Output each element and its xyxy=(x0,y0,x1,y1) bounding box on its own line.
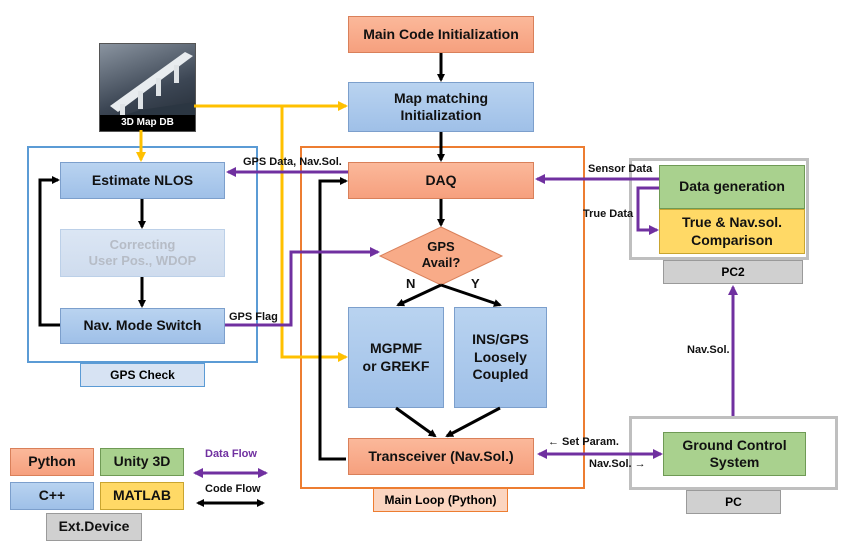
nav-sol-up-label: Nav.Sol. xyxy=(687,344,730,356)
pc-caption: PC xyxy=(686,490,781,514)
n-label: N xyxy=(406,276,416,291)
daq-node: DAQ xyxy=(348,162,534,199)
ins-to-trans-arrow xyxy=(445,406,501,438)
mgpmf-to-trans-arrow xyxy=(395,406,437,438)
transceiver-node: Transceiver (Nav.Sol.) xyxy=(348,438,534,475)
map-to-mgpmf-arrow xyxy=(280,106,348,362)
comparison-node: True & Nav.sol. Comparison xyxy=(659,209,805,254)
estimate-nlos-node: Estimate NLOS xyxy=(60,162,225,199)
legend-python: Python xyxy=(10,448,94,476)
map-db-image: 3D Map DB xyxy=(99,43,196,132)
ins-gps-loosely-coupled-node: INS/GPS Loosely Coupled xyxy=(454,307,547,408)
y-label: Y xyxy=(471,276,480,291)
correcting-user-pos-node: Correcting User Pos., WDOP xyxy=(60,229,225,277)
gps-data-label: GPS Data, Nav.Sol. xyxy=(243,156,342,168)
pc2-caption: PC2 xyxy=(663,260,803,284)
legend-data-flow-label: Data Flow xyxy=(205,448,257,460)
legend-unity: Unity 3D xyxy=(100,448,184,476)
loop-back-arrow xyxy=(318,177,348,461)
ground-control-system-node: Ground Control System xyxy=(663,432,806,476)
set-param-label: ← Set Param. xyxy=(548,436,619,448)
map-matching-initialization-node: Map matching Initialization xyxy=(348,82,534,132)
gps-check-caption: GPS Check xyxy=(80,363,205,387)
legend-code-flow-label: Code Flow xyxy=(205,483,261,495)
true-data-arrow xyxy=(636,186,659,235)
legend-matlab: MATLAB xyxy=(100,482,184,510)
main-code-initialization-node: Main Code Initialization xyxy=(348,16,534,53)
legend-ext-device: Ext.Device xyxy=(46,513,142,541)
gps-avail-label: GPS Avail? xyxy=(421,238,461,270)
sensor-data-label: Sensor Data xyxy=(588,163,653,175)
nav-mode-switch-node: Nav. Mode Switch xyxy=(60,308,225,344)
map-db-label: 3D Map DB xyxy=(100,115,195,131)
main-loop-caption: Main Loop (Python) xyxy=(373,488,508,512)
mgpmf-grekf-node: MGPMF or GREKF xyxy=(348,307,444,408)
gps-to-mgpmf-arrow xyxy=(396,283,442,307)
data-generation-node: Data generation xyxy=(659,165,805,209)
nav-sol-right-label: Nav.Sol. → xyxy=(589,458,646,470)
pc2-frame xyxy=(629,158,809,260)
gps-flag-arrow xyxy=(225,247,380,327)
legend-cpp: C++ xyxy=(10,482,94,510)
gps-flag-label: GPS Flag xyxy=(229,311,278,323)
gps-to-ins-arrow xyxy=(440,283,502,307)
true-data-label: True Data xyxy=(583,208,634,220)
switch-loop-arrow xyxy=(38,176,60,327)
